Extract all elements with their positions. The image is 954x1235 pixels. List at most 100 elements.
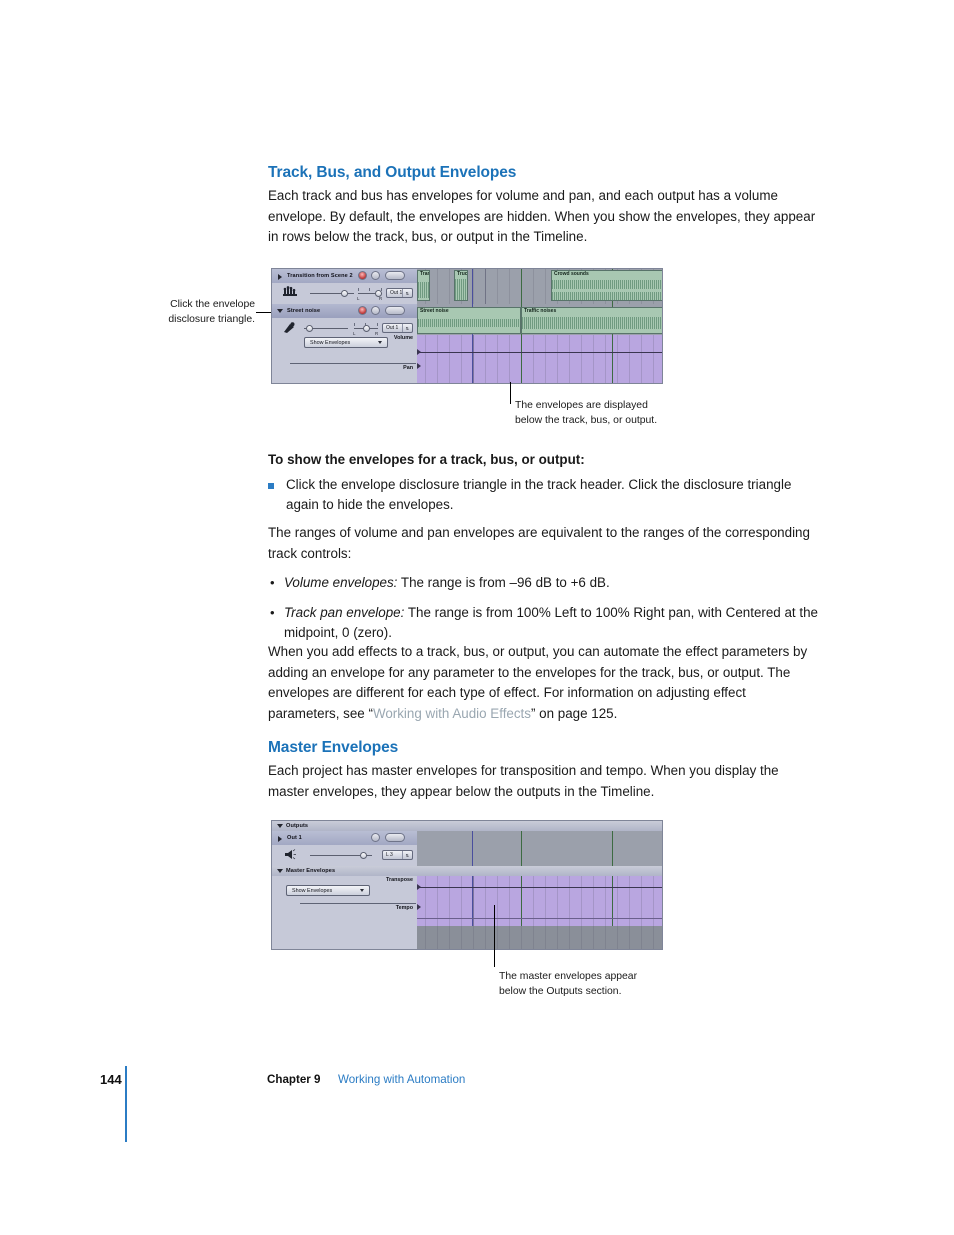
mute-button-track2[interactable] [371,306,380,315]
figure-track-envelopes: Transition from Scene 2 L R [271,268,663,384]
output-volume-slider-knob[interactable] [360,852,367,859]
track2-name: Street noise [287,308,321,314]
output-popup-track1[interactable]: Out 1 ⇅ [386,288,413,298]
master-envelopes-controls: Show Envelopes Transpose Tempo [272,876,417,949]
section-heading-master-envelopes: Master Envelopes [268,739,399,756]
pan-slider-knob-track2[interactable] [363,325,370,332]
output1-header-bar: Out 1 [272,831,417,846]
volume-envelope-line[interactable] [417,352,662,353]
volume-envelope-handle[interactable] [417,349,421,355]
popup-arrows-icon-track2: ⇅ [405,326,409,331]
range-text: The range is from –96 dB to +6 dB. [397,575,610,591]
disclosure-triangle-icon-output1[interactable] [278,836,282,842]
cross-reference-link[interactable]: Working with Audio Effects [372,705,531,721]
pan-label-right-track1: R [379,296,383,301]
timeline-lane-track2: Street noise Traffic noises [417,304,662,335]
page-footer: 144 Chapter 9 Working with Automation [100,1066,820,1142]
audio-region[interactable]: Traffic noises [521,307,662,334]
list-item: Volume envelopes: The range is from –96 … [268,573,820,594]
popup-arrows-icon-track1: ⇅ [405,291,409,296]
transpose-envelope-handle[interactable] [417,884,421,890]
disclosure-triangle-icon-track2[interactable] [277,309,283,313]
show-envelopes-button-master[interactable]: Show Envelopes [286,885,370,896]
audio-region[interactable]: Crowd sounds [551,270,662,301]
track-instrument-icon-track2 [282,321,298,334]
track2-header-bar: Street noise [272,304,417,319]
record-enable-button-track2[interactable] [358,306,367,315]
procedure-title: To show the envelopes for a track, bus, … [268,452,585,467]
ranges-intro: The ranges of volume and pan envelopes a… [268,525,810,561]
record-enable-button-track1[interactable] [358,271,367,280]
leader-line-fig1 [510,382,511,404]
volume-slider-knob-track2[interactable] [306,325,313,332]
range-text: The range is from 100% Left to 100% Righ… [284,604,818,641]
pan-slider-track1[interactable] [358,293,382,294]
leader-line-fig2 [494,905,495,967]
volume-slider-track1[interactable] [310,293,354,294]
list-item: Track pan envelope: The range is from 10… [268,603,820,644]
volume-slider-knob-track1[interactable] [341,290,348,297]
callout-master-envelopes-appear: The master envelopes appear below the Ou… [499,971,638,997]
section-paragraph-track-envelopes: Each track and bus has envelopes for vol… [268,188,816,245]
output1-name: Out 1 [287,835,302,841]
audio-region[interactable]: Street noise [417,307,521,334]
envelope-lane-tempo[interactable] [417,904,662,926]
timeline-lane-output1 [417,831,662,866]
output-volume-slider[interactable] [310,855,372,856]
disclosure-triangle-icon-outputs[interactable] [277,824,283,828]
ranges-block: The ranges of volume and pan envelopes a… [268,523,820,644]
envelope-lane-transpose[interactable] [417,876,662,904]
footer-rule [125,1066,127,1142]
outputs-header-label: Outputs [286,823,309,829]
master-envelopes-header-label: Master Envelopes [286,868,336,874]
chevron-down-icon-show-envelopes-master [360,889,364,892]
audio-region[interactable]: Tran [417,270,430,301]
output-popup-value-track2: Out 1 [386,325,399,331]
output-speaker-icon [282,848,298,861]
solo-monitor-buttons-track1[interactable] [385,271,405,280]
effects-paragraph: When you add effects to a track, bus, or… [268,642,820,724]
footer-chapter-title: Working with Automation [338,1073,466,1086]
disclosure-triangle-icon-master-envelopes[interactable] [277,869,283,873]
range-list: Volume envelopes: The range is from –96 … [268,573,820,644]
transpose-envelope-line[interactable] [417,887,662,888]
output-popup-value-track1: Out 1 [390,290,403,296]
output-channel-popup[interactable]: L 3 ⇅ [382,850,413,860]
popup-arrows-icon-output: ⇅ [405,853,409,858]
disclosure-triangle-icon-track1[interactable] [278,274,282,280]
bullet-square-icon [268,482,274,489]
pan-slider-knob-track1[interactable] [375,290,382,297]
solo-monitor-buttons-track2[interactable] [385,306,405,315]
mute-button-track1[interactable] [371,271,380,280]
volume-slider-track2[interactable] [304,328,348,329]
procedure-step-text: Click the envelope disclosure triangle i… [286,476,792,513]
track1-header-bar: Transition from Scene 2 [272,269,417,284]
lane-label-volume: Volume [393,335,413,341]
page-number: 144 [100,1072,122,1087]
show-envelopes-label-track2: Show Envelopes [310,340,351,346]
audio-region[interactable]: Truc [454,270,468,301]
envelope-lane-pan[interactable] [417,360,662,383]
solo-monitor-buttons-output1[interactable] [385,833,405,842]
track1-controls: L R Out 1 ⇅ [272,283,417,305]
lane-label-pan: Pan [403,365,413,371]
show-envelopes-label-master: Show Envelopes [292,888,333,894]
effects-paragraph-tail: ” on page 125. [530,705,618,721]
procedure-step: Click the envelope disclosure triangle i… [268,475,820,516]
callout-click-disclosure-triangle: Click the envelope disclosure triangle. [168,299,255,325]
envelope-lane-volume[interactable] [417,335,662,360]
chevron-down-icon-show-envelopes-track2 [378,341,382,344]
pan-label-left-track1: L [357,296,360,301]
pan-label-right-track2: R [375,331,379,336]
show-envelopes-button-track2[interactable]: Show Envelopes [304,337,388,348]
lane-label-transpose: Transpose [386,877,413,883]
tempo-envelope-handle[interactable] [417,904,421,910]
range-term: Track pan envelope: [284,604,405,620]
lane-label-tempo: Tempo [395,905,413,911]
tempo-envelope-line[interactable] [417,918,662,919]
pan-envelope-handle[interactable] [417,363,421,369]
mute-button-output1[interactable] [371,833,380,842]
output-popup-track2[interactable]: Out 1 ⇅ [382,323,413,333]
section-paragraph-master-envelopes: Each project has master envelopes for tr… [268,763,779,799]
